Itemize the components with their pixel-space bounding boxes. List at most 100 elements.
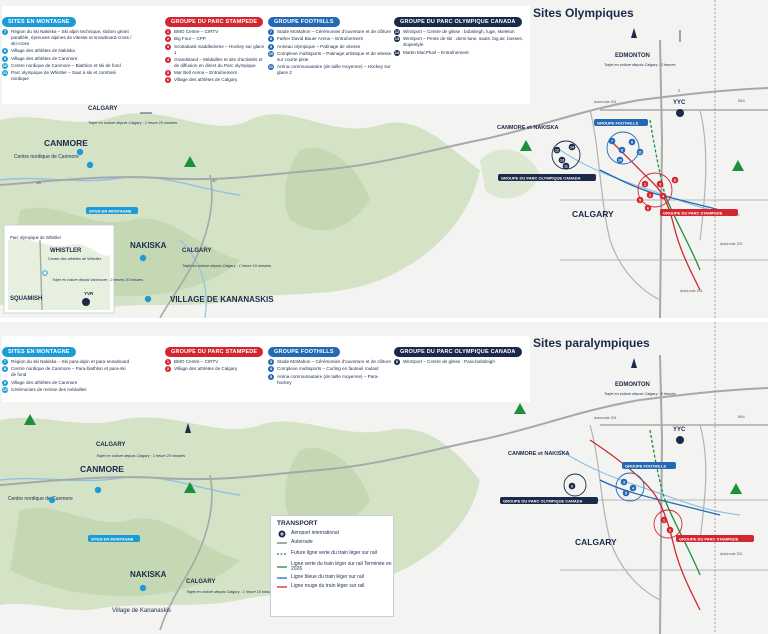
whistler-park-label: Parc olympique de Whistler: [10, 235, 62, 240]
whistler-label: WHISTLER: [50, 248, 82, 254]
numbered-site-marker: 1: [660, 516, 668, 524]
site-description: Village des athlètes de Canmore: [11, 379, 78, 385]
olympic-park-tag-label: GROUPE DU PARC OLYMPIQUE CANADA: [503, 499, 583, 504]
sites-montagne-tag: [88, 535, 140, 542]
river: [559, 449, 741, 516]
site-number-badge: 5: [165, 69, 171, 76]
canmore-nakiska-label: CANMORE et NAKISKA: [497, 125, 558, 131]
site-marker: [144, 295, 152, 303]
highway-2: [659, 354, 664, 634]
site-description: Scotiabank Saddledome – Hockey sur glace…: [174, 43, 265, 55]
group-heading: GROUPE FOOTHILLS: [268, 347, 340, 357]
site-number-badge: 10: [2, 386, 8, 393]
site-number-badge: 1: [165, 359, 171, 366]
foothills-tag: [594, 119, 648, 126]
lrt-green-future: [649, 429, 666, 501]
site-number-badge: 2: [165, 366, 171, 373]
green-dashed-line-icon: [277, 552, 287, 556]
numbered-site-marker: 6: [568, 482, 576, 490]
canmore-label: CANMORE: [44, 138, 88, 148]
autoroute-201-label: Autoroute 201: [594, 416, 617, 420]
tree-icon: [520, 140, 532, 151]
stampede-tag-label: GROUPE DU PARC STAMPEDE: [663, 211, 723, 216]
numbered-site-marker: 5: [622, 489, 630, 497]
svg-text:2: 2: [669, 528, 671, 532]
whistler-centre-label: Centre des athlètes de Whistler: [48, 257, 102, 261]
site-description: Région du ski Nakiska – Ski para-alpin e…: [11, 359, 130, 365]
legend-label: Ligne rouge du train léger sur rail: [291, 583, 365, 589]
blue-line-icon: [277, 576, 287, 580]
centre-nordique-label: Centre nordique de Canmore: [8, 496, 73, 502]
paralympic-numbered-markers: 6 345 1 2: [568, 478, 674, 534]
site-description: Village des athlètes de Nakiska: [11, 48, 75, 54]
site-description: Région du ski Nakiska – Ski alpin techni…: [11, 29, 132, 47]
svg-text:7: 7: [611, 139, 613, 143]
tree-icon: [184, 482, 196, 493]
forest-area: [10, 507, 240, 597]
calgary-direction-label: CALGARY: [182, 248, 211, 254]
highway-1: [0, 87, 768, 186]
transport-legend-title: TRANSPORT: [277, 520, 318, 527]
site-description: Parc olympique de Whistler – Saut à ski …: [11, 69, 116, 81]
autoroute-201-label: Autoroute 201: [720, 552, 743, 556]
stampede-tag-label: GROUPE DU PARC STAMPEDE: [679, 537, 739, 542]
foothills-tag-label: GROUPE FOOTHILLS: [597, 121, 638, 126]
site-description: Mar Bell Arena – Entraînement: [174, 69, 237, 75]
site-number-badge: 7: [2, 359, 8, 366]
numbered-site-marker: 3: [620, 478, 628, 486]
stampede-cluster: [637, 172, 673, 208]
numbered-site-marker: 9: [628, 138, 636, 146]
lrt-green-future: [649, 119, 666, 196]
site-description: Martin MacPhail – Entraînement: [403, 49, 469, 55]
yyc-label: YYC: [673, 100, 686, 106]
calgary-label: CALGARY: [575, 537, 617, 547]
olympic-title: Sites Olympiques: [533, 6, 634, 20]
numbered-site-marker: 1: [641, 180, 649, 188]
whistler-travel: Trajet en voiture depuis Vancouver : 2 h…: [52, 278, 143, 282]
foothills-cluster: [615, 472, 645, 502]
sites-montagne-tag-label: SITES EN MONTAGNE: [91, 537, 134, 542]
numbered-site-marker: 7: [608, 137, 616, 145]
stampede-tag: [676, 535, 754, 542]
edmonton-travel: Trajet en voiture depuis Calgary : 3 heu…: [604, 392, 676, 396]
paralympic-title: Sites paralympiques: [533, 336, 650, 350]
highway-2: [659, 39, 664, 319]
numbered-site-marker: 11: [636, 148, 644, 156]
nakiska-travel: Trajet en voiture depuis Calgary : 1 heu…: [186, 590, 275, 594]
numbered-site-marker: 3: [656, 180, 664, 188]
svg-text:8: 8: [621, 148, 623, 152]
site-description: Complexe multisports – Curling en fauteu…: [277, 366, 379, 372]
svg-text:10: 10: [618, 158, 622, 162]
site-description: BMO Centre – CIRTV: [174, 359, 219, 365]
tree-icon: [184, 156, 196, 167]
tree-icon: [732, 160, 744, 171]
legend-green-solid: Ligne verte du train léger sur rail Term…: [277, 560, 393, 573]
numbered-site-marker: 11: [562, 162, 570, 170]
site-marker: [76, 148, 84, 156]
site-number-badge: 9: [268, 43, 274, 50]
svg-text:4: 4: [632, 486, 634, 490]
foothills-tag: [622, 462, 676, 469]
red-line-icon: [277, 585, 287, 589]
site-description: Cérémonies de remise des médailles: [11, 386, 87, 392]
legend-highway: Autoroute: [277, 538, 393, 547]
group-heading: GROUPE DU PARC OLYMPIQUE CANADA: [394, 17, 522, 27]
site-number-badge: 13: [394, 36, 400, 43]
numbered-site-marker: 5: [636, 196, 644, 204]
svg-text:1: 1: [663, 518, 665, 522]
legend-label: Ligne verte du train léger sur rail Term…: [291, 560, 392, 572]
